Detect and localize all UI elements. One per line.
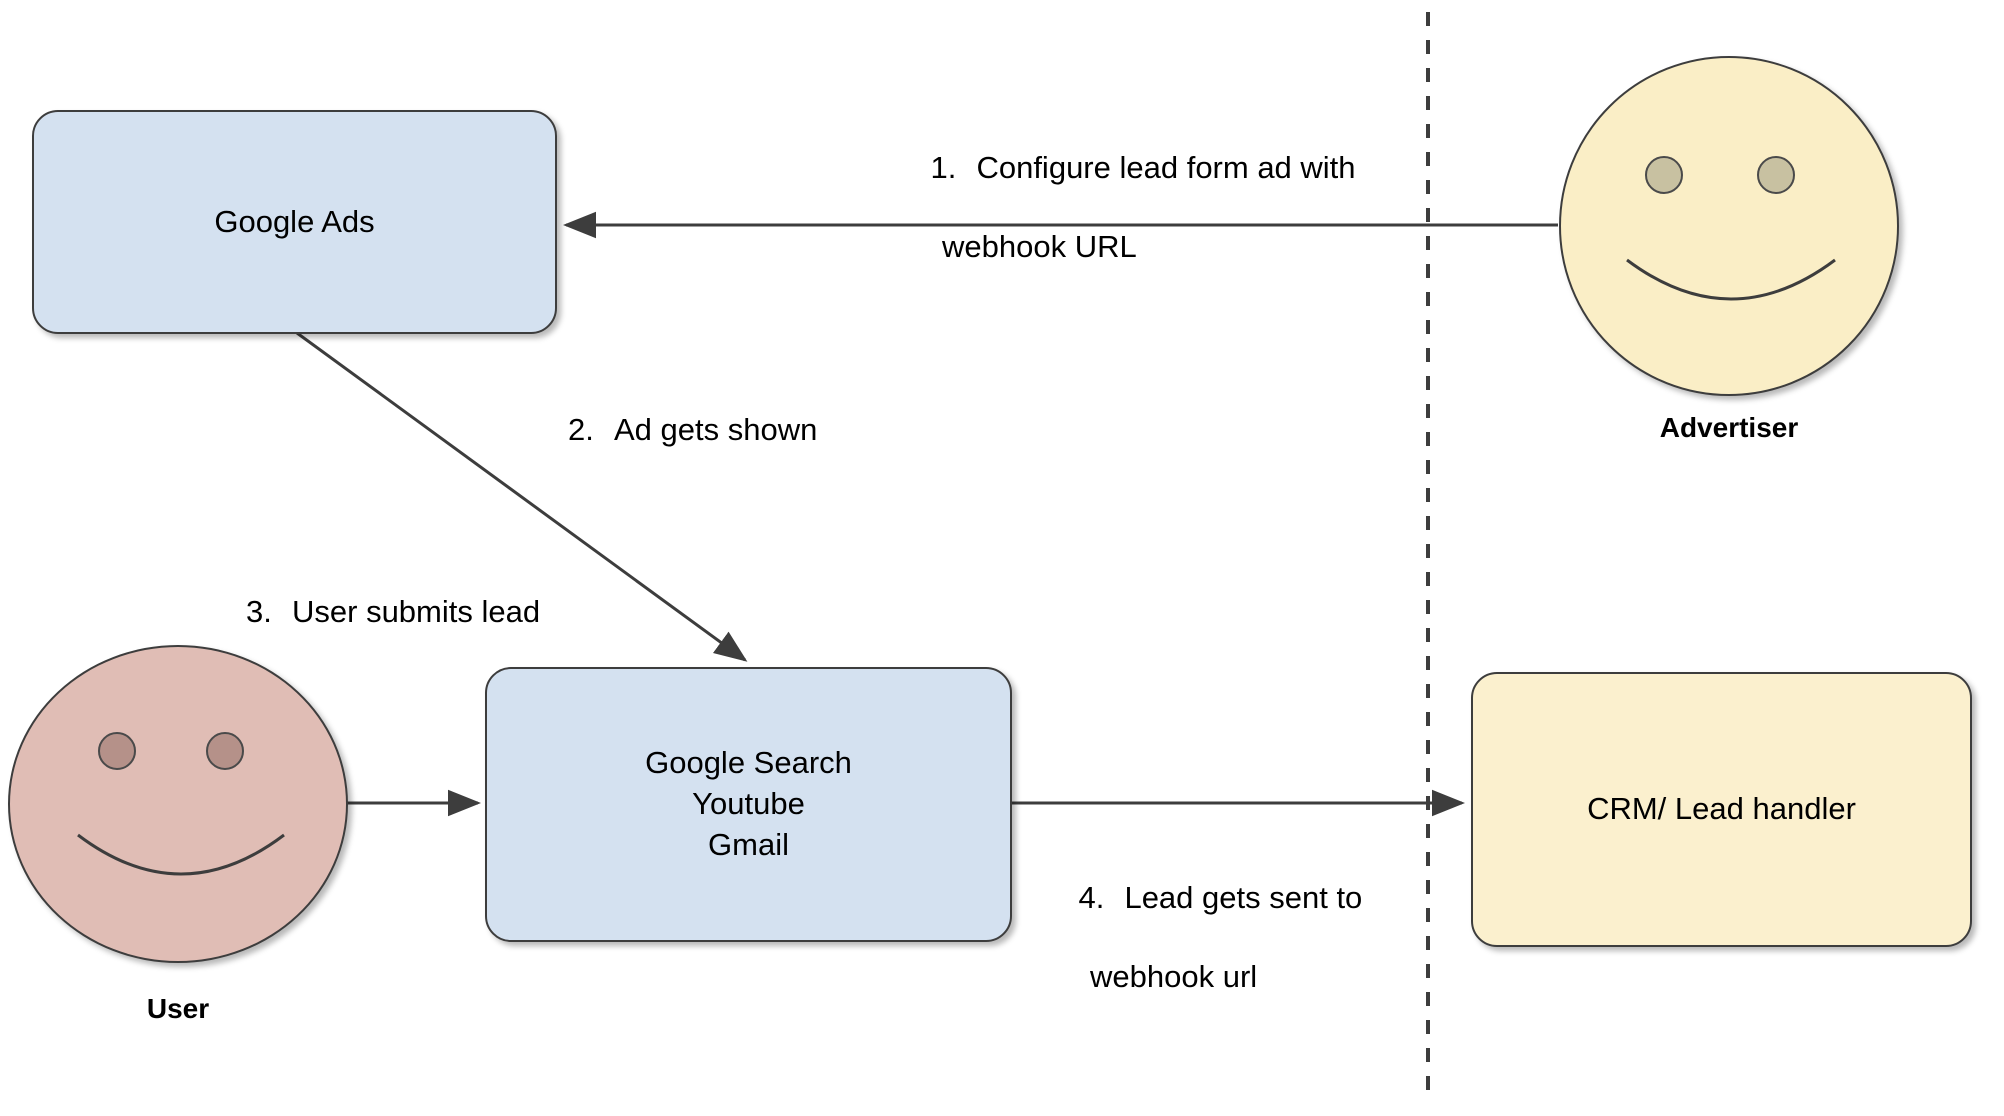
edge-label-2-ad-gets-shown: 2. Ad gets shown	[568, 410, 817, 450]
node-google-surfaces-line-2: Youtube	[692, 786, 805, 822]
node-google-ads-label: Google Ads	[214, 203, 375, 239]
edge-label-3-user-submits-lead: 3. User submits lead	[246, 592, 540, 632]
advertiser-face-icon[interactable]	[1559, 56, 1899, 396]
user-face-icon[interactable]	[8, 645, 348, 963]
edge-label-4-line-1: Lead gets sent to	[1124, 879, 1363, 915]
edge-label-1-configure-lead-form: 1. Configure lead form ad with webhook UR…	[896, 108, 1416, 346]
user-mouth-icon	[77, 833, 285, 876]
edge-label-1-line-1: Configure lead form ad with	[976, 149, 1356, 185]
edge-label-4-line-2: webhook url	[1090, 959, 1258, 995]
edge-label-2-number: 2.	[568, 412, 594, 447]
edge-label-3-number: 3.	[246, 594, 272, 629]
advertiser-left-eye-icon	[1645, 156, 1683, 194]
node-google-surfaces-line-3: Gmail	[708, 826, 789, 862]
edge-label-2-line-1: Ad gets shown	[614, 412, 818, 447]
node-google-surfaces-line-1: Google Search	[645, 745, 852, 781]
edge-label-1-line-2: webhook URL	[942, 229, 1137, 265]
node-crm-lead-handler-label: CRM/ Lead handler	[1587, 791, 1856, 827]
node-google-surfaces[interactable]: Google Search Youtube Gmail	[485, 667, 1012, 942]
node-google-ads[interactable]: Google Ads	[32, 110, 557, 334]
edge-label-4-number: 4.	[1078, 879, 1105, 915]
edge-label-3-line-1: User submits lead	[292, 594, 541, 629]
advertiser-label: Advertiser	[1659, 412, 1799, 443]
user-left-eye-icon	[98, 732, 136, 770]
edge-google-ads-to-surfaces	[296, 331, 748, 662]
edge-label-4-lead-sent-to-webhook: 4. Lead gets sent to webhook url	[1044, 838, 1424, 1076]
user-right-eye-icon	[206, 732, 244, 770]
user-label: User	[146, 993, 210, 1024]
advertiser-right-eye-icon	[1757, 156, 1795, 194]
edge-label-1-number: 1.	[930, 149, 957, 185]
advertiser-mouth-icon	[1626, 258, 1836, 301]
node-crm-lead-handler[interactable]: CRM/ Lead handler	[1471, 672, 1972, 947]
